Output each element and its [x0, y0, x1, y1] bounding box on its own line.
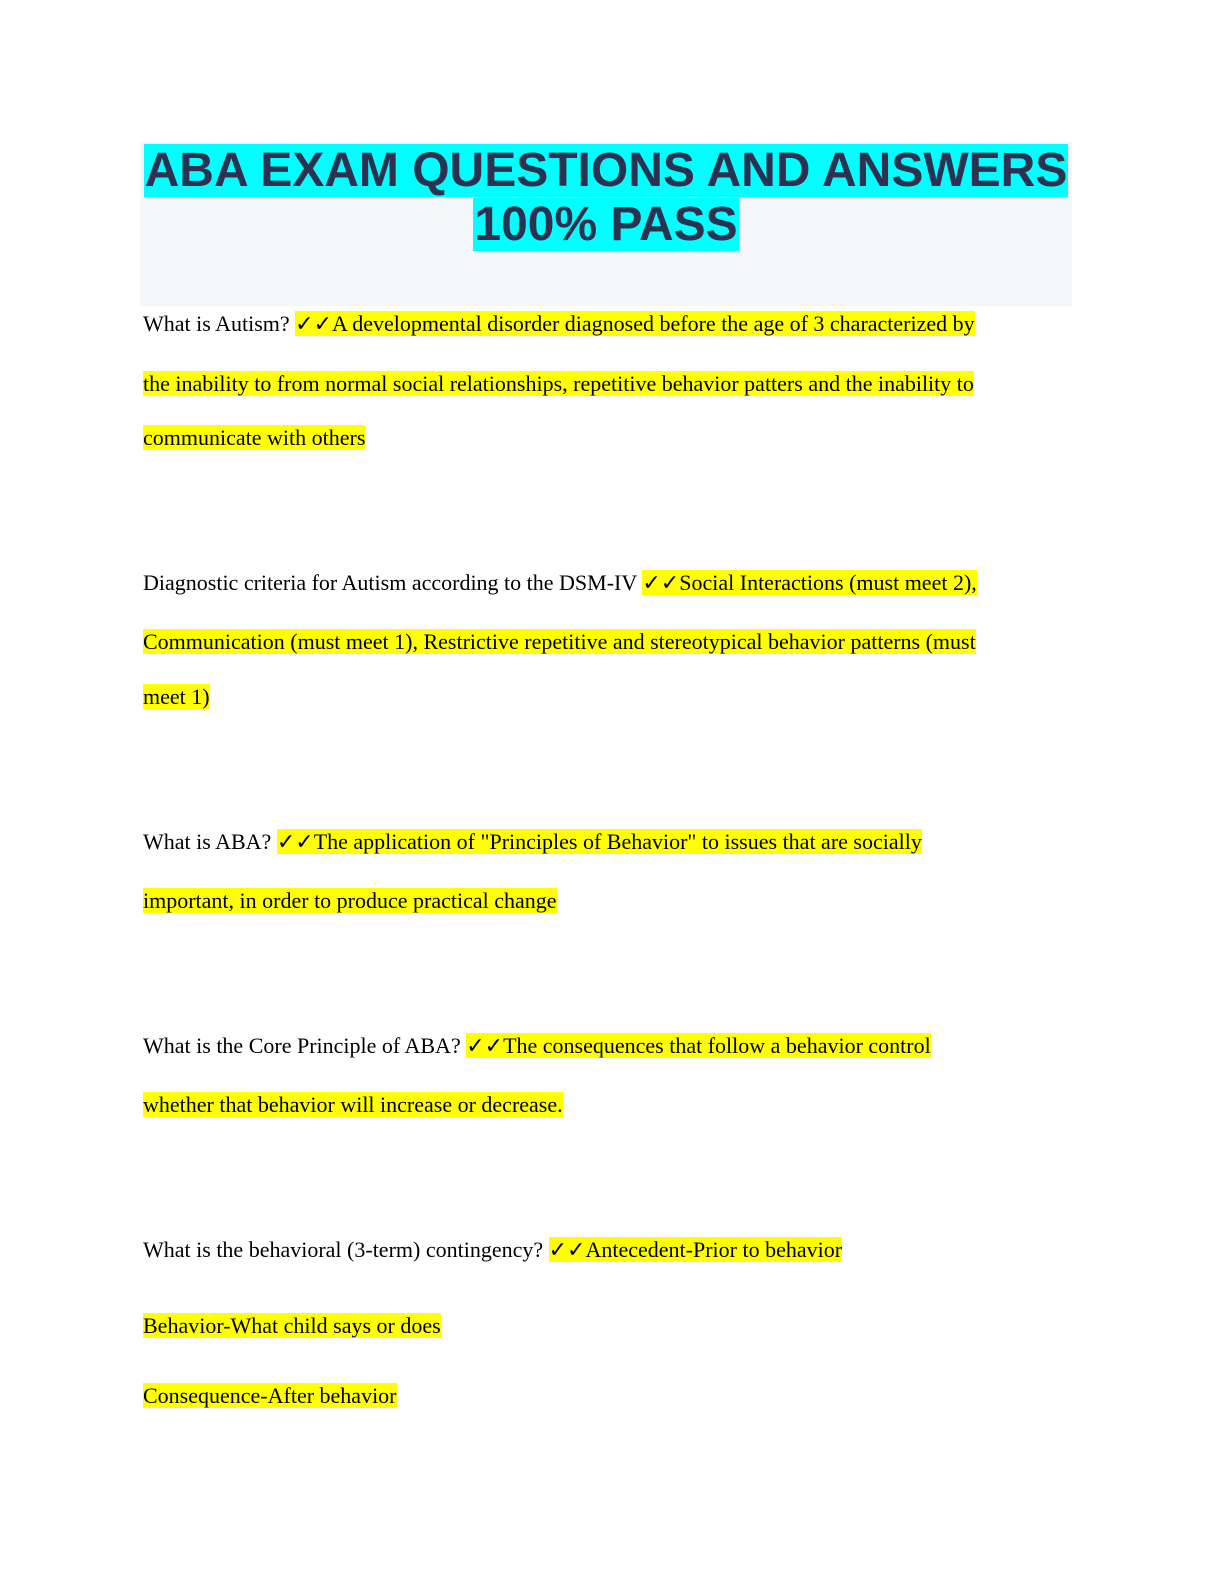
title-line-1: ABA EXAM QUESTIONS AND ANSWERS — [143, 144, 1069, 197]
qa-5-line-1: What is the behavioral (3-term) continge… — [143, 1234, 843, 1266]
qa-2-line-1: Diagnostic criteria for Autism according… — [143, 567, 977, 599]
qa-4-line-2: whether that behavior will increase or d… — [143, 1092, 563, 1117]
answer-highlight: ✓✓A developmental disorder diagnosed bef… — [295, 311, 975, 336]
qa-2-line-3: meet 1) — [143, 684, 210, 709]
qa-3-line-2: important, in order to produce practical… — [143, 888, 557, 913]
qa-3-line-1: What is ABA? ✓✓The application of "Princ… — [143, 826, 922, 858]
answer-highlight: ✓✓The application of "Principles of Beha… — [276, 829, 922, 854]
answer-highlight: ✓✓Antecedent-Prior to behavior — [548, 1237, 843, 1262]
question-text: Diagnostic criteria for Autism according… — [143, 570, 643, 595]
document-title: ABA EXAM QUESTIONS AND ANSWERS 100% PASS — [140, 142, 1072, 306]
check-icon: ✓✓ — [276, 829, 314, 854]
check-icon: ✓✓ — [295, 311, 333, 336]
question-text: What is Autism? — [143, 311, 296, 336]
qa-1-line-2: the inability to from normal social rela… — [143, 371, 974, 396]
check-icon: ✓✓ — [548, 1237, 586, 1262]
answer-highlight: ✓✓The consequences that follow a behavio… — [466, 1033, 931, 1058]
answer-highlight: ✓✓Social Interactions (must meet 2), — [642, 570, 977, 595]
qa-2-line-2: Communication (must meet 1), Restrictive… — [143, 629, 976, 654]
qa-1-line-3: communicate with others — [143, 425, 366, 450]
title-line-2: 100% PASS — [473, 198, 739, 251]
check-icon: ✓✓ — [466, 1033, 504, 1058]
check-icon: ✓✓ — [642, 570, 680, 595]
qa-5-line-3: Consequence-After behavior — [143, 1383, 397, 1408]
qa-4-line-1: What is the Core Principle of ABA? ✓✓The… — [143, 1030, 931, 1062]
question-text: What is the behavioral (3-term) continge… — [143, 1237, 549, 1262]
question-text: What is ABA? — [143, 829, 277, 854]
qa-1-line-1: What is Autism? ✓✓A developmental disord… — [143, 308, 975, 340]
question-text: What is the Core Principle of ABA? — [143, 1033, 467, 1058]
qa-5-line-2: Behavior-What child says or does — [143, 1313, 441, 1338]
